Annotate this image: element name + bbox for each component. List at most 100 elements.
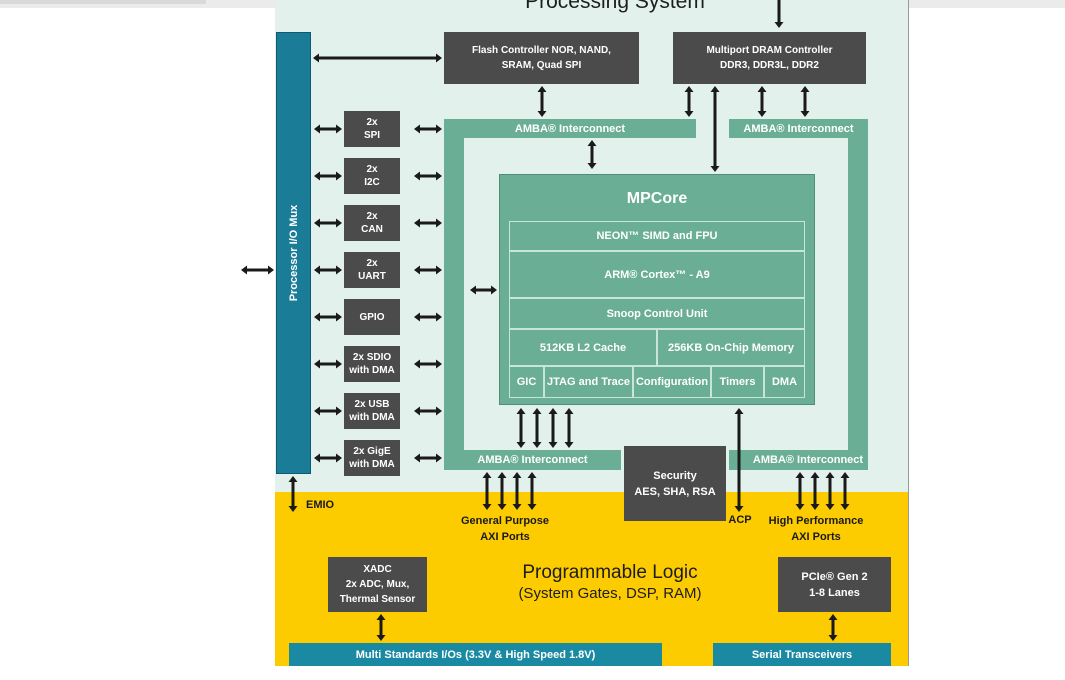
arrow-head bbox=[684, 86, 694, 92]
amba-right-bottom-box bbox=[748, 450, 868, 469]
multi-standard-io-bar: Multi Standards I/Os (3.3V & High Speed … bbox=[289, 643, 662, 666]
arrow-head bbox=[376, 614, 386, 620]
arrow-head bbox=[314, 359, 320, 369]
flash-controller-box: Flash Controller NOR, NAND, SRAM, Quad S… bbox=[444, 32, 639, 84]
security-line1: Security bbox=[653, 469, 697, 482]
arrow-head bbox=[314, 312, 320, 322]
arrow-head bbox=[414, 312, 420, 322]
serial-transceivers-bar: Serial Transceivers bbox=[713, 643, 891, 666]
peripheral-line1: 2x bbox=[366, 211, 378, 222]
arrow-head bbox=[710, 166, 720, 172]
peripheral-line1: 2x SDIO bbox=[352, 352, 392, 363]
arrow-head bbox=[795, 504, 805, 510]
arrow-head bbox=[336, 453, 342, 463]
arrow-head bbox=[840, 472, 850, 478]
xadc-line1: XADC bbox=[363, 564, 392, 575]
arrow-head bbox=[548, 408, 558, 414]
gic: GIC bbox=[509, 366, 544, 398]
arrow-head bbox=[840, 504, 850, 510]
arrow-head bbox=[314, 406, 320, 416]
programmable-logic-title: Programmable Logic bbox=[522, 562, 698, 583]
hp-axi-label-1: High Performance bbox=[768, 515, 864, 527]
arrow-head bbox=[537, 86, 547, 92]
arrow-head bbox=[314, 218, 320, 228]
peripheral-line2: with DMA bbox=[349, 365, 395, 376]
arrow-head bbox=[288, 476, 298, 482]
arm-cortex-a9: ARM® Cortex™ - A9 bbox=[509, 251, 805, 298]
arrow-head bbox=[414, 265, 420, 275]
arrow-head bbox=[795, 472, 805, 478]
emio-label: EMIO bbox=[306, 499, 335, 511]
arrow-head bbox=[313, 53, 319, 63]
arrow-head bbox=[336, 218, 342, 228]
arrow-head bbox=[288, 506, 298, 512]
arrow-head bbox=[314, 265, 320, 275]
arrow-head bbox=[825, 504, 835, 510]
mpcore-title: MPCore bbox=[626, 190, 688, 207]
arrow-head bbox=[810, 504, 820, 510]
arrow-head bbox=[268, 265, 274, 275]
jtag-and-trace: JTAG and Trace bbox=[544, 366, 633, 398]
peripheral-line2: with DMA bbox=[349, 412, 395, 423]
programmable-logic-subtitle: (System Gates, DSP, RAM) bbox=[518, 585, 702, 602]
arrow-head bbox=[491, 285, 497, 295]
gp-axi-label-2: AXI Ports bbox=[480, 531, 530, 543]
peripheral-line2: CAN bbox=[361, 224, 383, 235]
arrow-head bbox=[482, 504, 492, 510]
arrow-head bbox=[336, 124, 342, 134]
on-chip-memory: 256KB On-Chip Memory bbox=[657, 329, 805, 366]
peripheral-line1: 2x bbox=[366, 164, 378, 175]
arrow-head bbox=[436, 171, 442, 181]
arrow-head bbox=[587, 163, 597, 169]
peripheral-line2: SPI bbox=[363, 130, 381, 141]
arrow-head bbox=[774, 22, 784, 28]
arrow-head bbox=[825, 472, 835, 478]
xadc-line3: Thermal Sensor bbox=[339, 594, 416, 605]
right-border bbox=[908, 0, 909, 666]
peripheral-line1: 2x bbox=[366, 258, 378, 269]
arrow-head bbox=[336, 312, 342, 322]
arrow-head bbox=[336, 359, 342, 369]
arrow-head bbox=[532, 408, 542, 414]
arrow-head bbox=[828, 635, 838, 641]
arrow-head bbox=[376, 635, 386, 641]
dma: DMA bbox=[764, 366, 805, 398]
arrow-head bbox=[436, 53, 442, 63]
arrow-head bbox=[810, 472, 820, 478]
arrow-head bbox=[537, 111, 547, 117]
security-line2: AES, SHA, RSA bbox=[634, 485, 716, 498]
arrow-head bbox=[734, 506, 744, 512]
peripheral-line2: UART bbox=[358, 271, 386, 282]
arrow-head bbox=[414, 406, 420, 416]
arrow-head bbox=[757, 111, 767, 117]
arrow-head bbox=[564, 442, 574, 448]
peripheral-line1: 2x USB bbox=[354, 399, 390, 410]
dram-controller-box: Multiport DRAM Controller DDR3, DDR3L, D… bbox=[673, 32, 866, 84]
arrow-head bbox=[757, 86, 767, 92]
arrow-head bbox=[497, 472, 507, 478]
arrow-head bbox=[734, 408, 744, 414]
arrow-head bbox=[436, 453, 442, 463]
arrow-head bbox=[414, 359, 420, 369]
pcie-box: PCIe® Gen 2 1-8 Lanes bbox=[778, 557, 891, 612]
arrow-head bbox=[436, 218, 442, 228]
peripheral-5: 2x SDIO with DMA bbox=[344, 346, 400, 382]
xadc-line2: 2x ADC, Mux, bbox=[345, 579, 410, 590]
l2-cache: 512KB L2 Cache bbox=[509, 329, 657, 366]
arrow-head bbox=[497, 504, 507, 510]
arrow-head bbox=[414, 218, 420, 228]
peripheral-line2: with DMA bbox=[349, 459, 395, 470]
snoop-control-unit: Snoop Control Unit bbox=[509, 298, 805, 329]
peripheral-line1: 2x bbox=[366, 117, 378, 128]
arrow-head bbox=[436, 406, 442, 416]
arrow-head bbox=[828, 614, 838, 620]
amba-left-bottom-label: AMBA® Interconnect bbox=[477, 454, 588, 466]
neon-simd-fpu: NEON™ SIMD and FPU bbox=[509, 221, 805, 251]
flash-line2: SRAM, Quad SPI bbox=[501, 60, 582, 71]
